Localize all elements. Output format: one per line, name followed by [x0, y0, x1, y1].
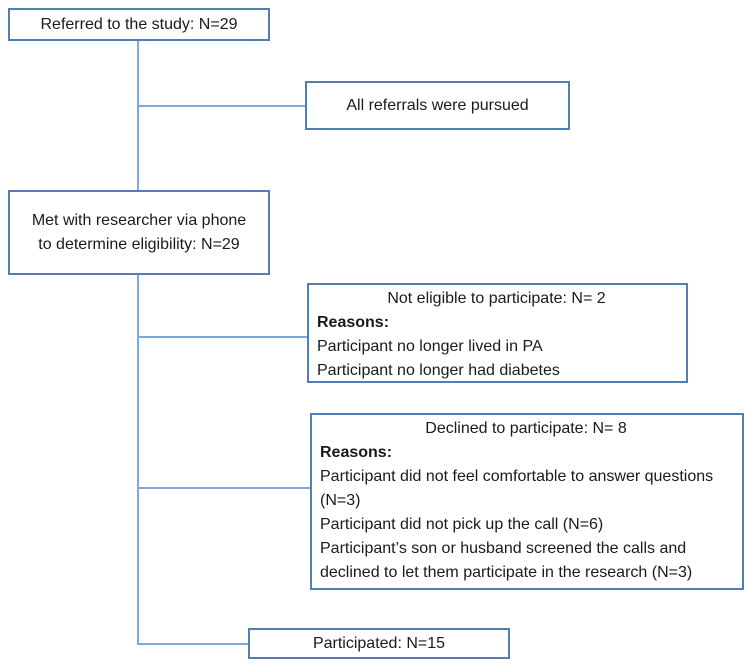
connector-trunk-lower — [137, 275, 139, 645]
box-referred-text: Referred to the study: N=29 — [40, 15, 238, 33]
not-eligible-reason: Participant no longer had diabetes — [317, 362, 560, 379]
box-participated: Participated: N=15 — [248, 628, 510, 659]
declined-reason: Participant’s son or husband screened th… — [320, 540, 693, 581]
not-eligible-reasons-label: Reasons: — [317, 314, 390, 331]
box-not-eligible-title: Not eligible to participate: N= 2 — [387, 290, 606, 307]
declined-reason: Participant did not pick up the call (N=… — [320, 516, 604, 533]
connector-branch-not-eligible — [137, 336, 307, 338]
connector-branch-pursued — [137, 105, 305, 107]
not-eligible-reason: Participant no longer lived in PA — [317, 338, 543, 355]
box-referred: Referred to the study: N=29 — [8, 8, 270, 41]
box-participated-text: Participated: N=15 — [312, 634, 446, 652]
box-not-eligible: Not eligible to participate: N= 2 Reason… — [307, 283, 688, 383]
box-declined: Declined to participate: N= 8 Reasons: P… — [310, 413, 744, 590]
box-met-researcher: Met with researcher via phone to determi… — [8, 190, 270, 275]
box-referrals-pursued-text: All referrals were pursued — [346, 96, 529, 114]
connector-trunk-upper — [137, 40, 139, 191]
declined-reason: Participant did not feel comfortable to … — [320, 468, 714, 509]
connector-branch-declined — [137, 487, 310, 489]
connector-branch-participated — [137, 643, 248, 645]
declined-reasons-label: Reasons: — [320, 444, 393, 461]
box-declined-title: Declined to participate: N= 8 — [425, 420, 627, 437]
box-referrals-pursued: All referrals were pursued — [305, 81, 570, 130]
box-met-researcher-text: Met with researcher via phone to determi… — [31, 211, 247, 253]
